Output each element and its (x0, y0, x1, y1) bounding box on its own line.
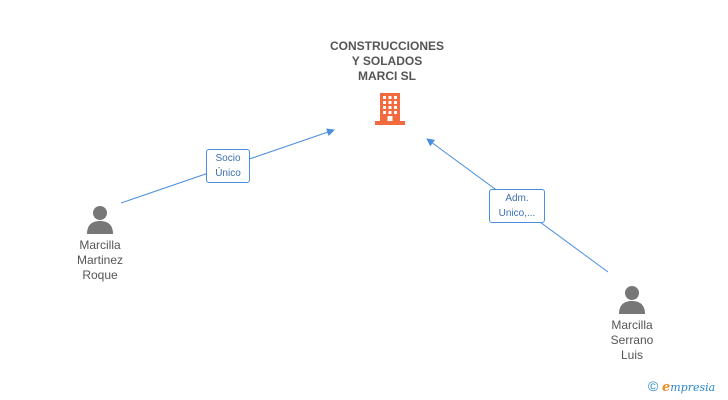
company-name-line: Y SOLADOS (351, 54, 423, 68)
person-icon (87, 206, 113, 234)
person-name-line: Marcilla (611, 318, 653, 332)
role-label-socio-unico[interactable]: Socio Único (206, 149, 250, 183)
empresia-brand-text: mpresia (670, 381, 716, 394)
person-name: Marcilla Serrano Luis (587, 318, 677, 363)
person-name-line: Luis (620, 348, 643, 362)
role-label-line: Adm. (505, 193, 529, 204)
company-name-line: MARCI SL (358, 69, 416, 83)
role-label-line: Socio (215, 153, 241, 164)
building-icon[interactable] (374, 91, 406, 125)
role-label-line: Unico,... (498, 208, 536, 219)
role-label-adm-unico[interactable]: Adm. Unico,... (489, 189, 545, 223)
company-name-line: CONSTRUCCIONES (329, 39, 444, 53)
person-name-line: Marcilla (79, 238, 121, 252)
person-node-luis[interactable]: Marcilla Serrano Luis (587, 284, 677, 363)
person-node-roque[interactable]: Marcilla Martinez Roque (55, 204, 145, 283)
person-name-line: Serrano (610, 333, 654, 347)
empresia-logo-e: e (661, 380, 671, 395)
company-name[interactable]: CONSTRUCCIONES Y SOLADOS MARCI SL (307, 39, 467, 84)
person-name: Marcilla Martinez Roque (55, 238, 145, 283)
empresia-watermark[interactable]: © empresia (648, 378, 715, 395)
copyright-icon: © (648, 378, 659, 394)
role-label-line: Único (215, 168, 241, 179)
person-icon (619, 286, 645, 314)
person-name-line: Martinez (76, 253, 123, 267)
person-name-line: Roque (82, 268, 118, 282)
